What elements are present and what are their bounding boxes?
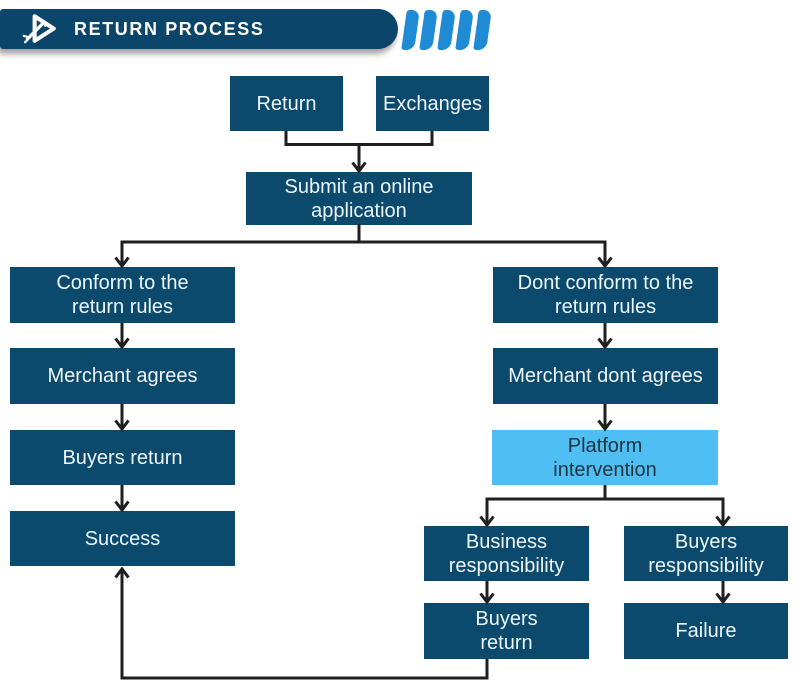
banner-chevron-icon [455, 10, 474, 50]
node-buyers-responsibility: Buyers responsibility [624, 526, 788, 581]
banner-chevron-icon [401, 10, 420, 50]
node-business-responsibility: Business responsibility [424, 526, 589, 581]
banner-title: RETURN PROCESS [74, 18, 265, 39]
node-success: Success [10, 511, 235, 566]
node-merchant-agrees: Merchant agrees [10, 348, 235, 404]
node-exchanges: Exchanges [376, 76, 489, 131]
banner-chevrons [401, 10, 492, 50]
banner-chevron-icon [473, 10, 492, 50]
node-dont-conform-rules: Dont conform to the return rules [493, 267, 718, 323]
node-failure: Failure [624, 603, 788, 659]
node-merchant-dont-agrees: Merchant dont agrees [493, 348, 718, 404]
banner-chevron-icon [437, 10, 456, 50]
node-platform-intervention: Platform intervention [492, 430, 718, 485]
node-submit-application: Submit an online application [246, 172, 472, 225]
node-return: Return [230, 76, 343, 131]
node-buyers-return-left: Buyers return [10, 430, 235, 485]
node-buyers-return-bottom: Buyers return [424, 603, 589, 659]
node-conform-rules: Conform to the return rules [10, 267, 235, 323]
banner-chevron-icon [419, 10, 438, 50]
header-banner: RETURN PROCESS [0, 9, 398, 49]
play-wrench-icon [22, 14, 56, 44]
